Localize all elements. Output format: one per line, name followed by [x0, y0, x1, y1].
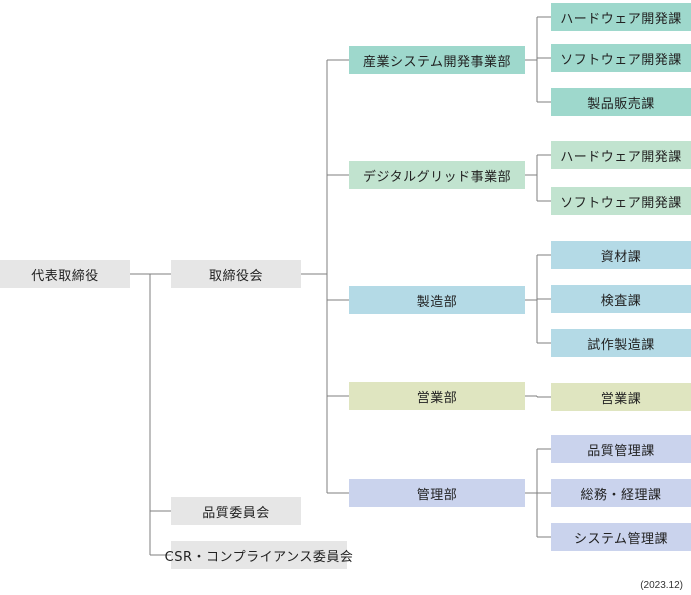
division-manufacturing: 製造部 [349, 286, 525, 314]
section-industrial-software: ソフトウェア開発課 [551, 44, 691, 72]
section-industrial-hardware: ハードウェア開発課 [551, 3, 691, 31]
section-digital-software: ソフトウェア開発課 [551, 187, 691, 215]
section-prototype: 試作製造課 [551, 329, 691, 357]
section-system-management: システム管理課 [551, 523, 691, 551]
section-sales: 営業課 [551, 383, 691, 411]
division-management: 管理部 [349, 479, 525, 507]
csr-committee-box: CSR・コンプライアンス委員会 [165, 541, 353, 569]
section-inspection: 検査課 [551, 285, 691, 313]
section-materials: 資材課 [551, 241, 691, 269]
division-digital-grid: デジタルグリッド事業部 [349, 161, 525, 189]
board-box: 取締役会 [171, 260, 301, 288]
quality-committee-box: 品質委員会 [171, 497, 301, 525]
date-note: (2023.12) [640, 580, 683, 591]
section-quality-control: 品質管理課 [551, 435, 691, 463]
ceo-box: 代表取締役 [0, 260, 130, 288]
section-general-affairs: 総務・経理課 [551, 479, 691, 507]
section-industrial-sales: 製品販売課 [551, 88, 691, 116]
division-industrial: 産業システム開発事業部 [349, 46, 525, 74]
section-digital-hardware: ハードウェア開発課 [551, 141, 691, 169]
division-sales: 営業部 [349, 382, 525, 410]
